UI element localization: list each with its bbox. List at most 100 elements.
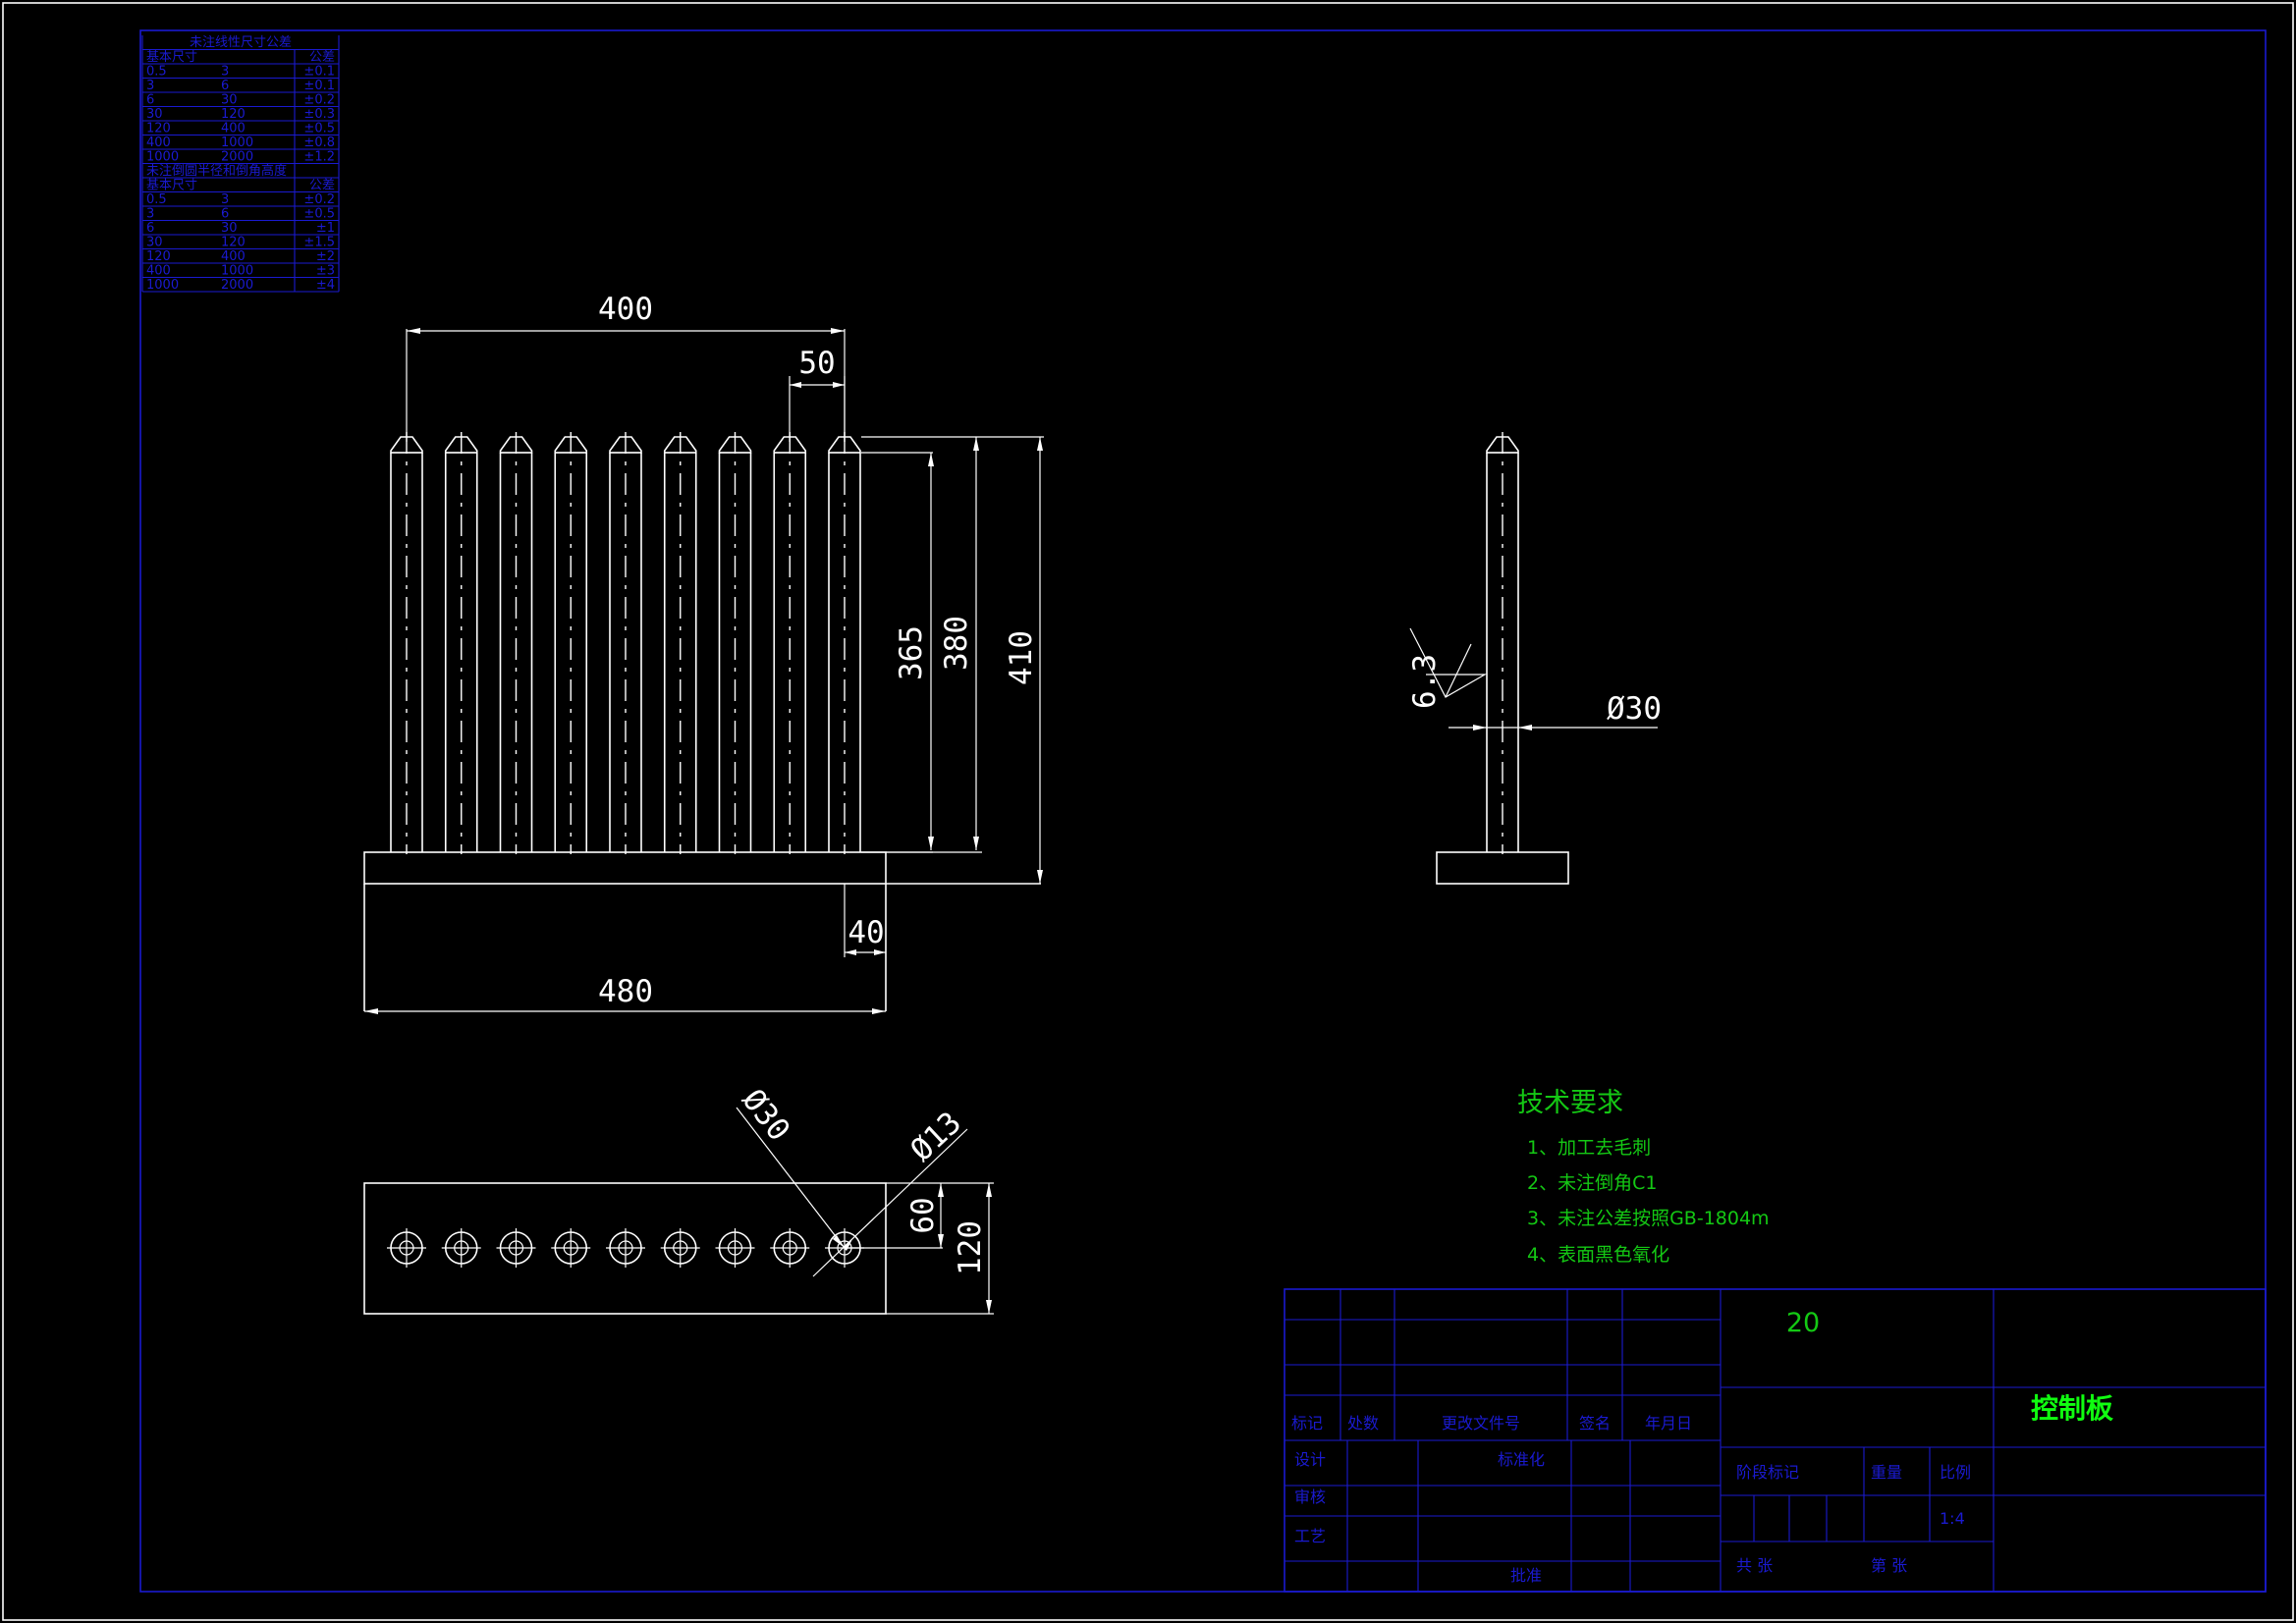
hole-top <box>606 1228 645 1268</box>
dim-410: 410 <box>1004 437 1043 884</box>
tolerance-cell: 6 <box>221 207 229 222</box>
tolerance-cell: 120 <box>146 122 171 136</box>
pin-front <box>554 432 588 854</box>
dim-pin-diameter: Ø30 <box>1449 691 1662 730</box>
tolerance-cell: 30 <box>146 236 163 250</box>
tolerance-cell: 30 <box>146 107 163 122</box>
tolerance-cell: 400 <box>221 249 246 264</box>
tb-design: 设计 <box>1294 1450 1326 1469</box>
dim-365-label: 365 <box>894 625 929 680</box>
dim-40: 40 <box>844 884 886 957</box>
dim-50: 50 <box>789 346 846 442</box>
tb-craft: 工艺 <box>1294 1527 1326 1545</box>
pin-front <box>773 432 807 854</box>
tolerance-cell: 400 <box>146 264 171 279</box>
tech-requirements: 技术要求 1、加工去毛刺 2、未注倒角C1 3、未注公差按照GB-1804m 4… <box>1517 1088 1770 1266</box>
dim-400-label: 400 <box>598 292 653 327</box>
tolerance-cell: 120 <box>146 249 171 264</box>
tb-scale-label: 比例 <box>1940 1463 1971 1482</box>
material-label: 20 <box>1786 1308 1820 1338</box>
tolerance-cell: 基本尺寸 <box>146 50 197 65</box>
dim-50-label: 50 <box>798 346 835 381</box>
hole-top <box>715 1228 755 1268</box>
tolerance-cell: ±1.2 <box>303 150 335 165</box>
hole-top <box>770 1228 810 1268</box>
tolerance-cell: 400 <box>221 122 246 136</box>
pin-front <box>499 432 533 854</box>
tolerance-cell: ±1 <box>316 221 335 236</box>
tolerance-cell: 未注倒圆半径和倒角高度 <box>146 163 287 179</box>
tb-mark: 标记 <box>1291 1414 1323 1433</box>
tolerance-cell: ±0.5 <box>303 122 335 136</box>
tb-sheets-total: 共 张 <box>1736 1556 1773 1575</box>
roughness-label: 6.3 <box>1407 654 1443 709</box>
tolerance-cell: 公差 <box>309 179 335 193</box>
tolerance-cell: 3 <box>221 192 229 207</box>
pin-front <box>444 432 478 854</box>
holes-top <box>387 1228 864 1268</box>
roughness-symbol: 6.3 <box>1407 627 1488 709</box>
hole-top <box>551 1228 591 1268</box>
tb-change-doc: 更改文件号 <box>1442 1414 1520 1433</box>
pin-front <box>828 432 861 854</box>
tolerance-cell: 公差 <box>309 50 335 65</box>
dim-400: 400 <box>406 292 846 442</box>
tb-sign: 签名 <box>1579 1414 1611 1433</box>
dim-60-label: 60 <box>905 1197 941 1233</box>
tb-stage-mark: 阶段标记 <box>1736 1463 1799 1482</box>
tolerance-cell: 30 <box>221 93 238 108</box>
tech-item-4: 4、表面黑色氧化 <box>1527 1244 1669 1266</box>
tolerance-cell: 3 <box>146 207 154 222</box>
tech-title: 技术要求 <box>1517 1088 1623 1118</box>
tolerance-cell: 3 <box>221 65 229 80</box>
tolerance-cell: ±0.3 <box>303 107 335 122</box>
tolerance-cell: 120 <box>221 236 246 250</box>
bolt-hole-diameter-label: Ø13 <box>903 1105 968 1168</box>
drawing-frame <box>139 29 2267 1593</box>
tolerance-cell: ±0.8 <box>303 135 335 150</box>
tolerance-cell: ±0.2 <box>303 192 335 207</box>
front-view <box>363 432 1044 1011</box>
dim-380-label: 380 <box>939 616 974 671</box>
pin-front <box>663 432 697 854</box>
dim-480: 480 <box>364 974 886 1014</box>
tolerance-cell: ±1.5 <box>303 236 335 250</box>
pins-front <box>390 432 861 854</box>
part-name-label: 控制板 <box>2031 1392 2113 1425</box>
tolerance-cell: ±0.1 <box>303 65 335 80</box>
tolerance-cell: ±0.5 <box>303 207 335 222</box>
base-plate-side <box>1436 851 1569 885</box>
tolerance-cell: 1000 <box>221 135 253 150</box>
tb-date: 年月日 <box>1645 1414 1692 1433</box>
hole-top <box>387 1228 426 1268</box>
tolerance-cell: 6 <box>146 221 154 236</box>
hole-top <box>441 1228 481 1268</box>
tolerance-cell: ±3 <box>316 264 335 279</box>
dim-40-label: 40 <box>847 915 884 950</box>
tb-standardize: 标准化 <box>1498 1450 1545 1469</box>
tolerance-cell: 1000 <box>221 264 253 279</box>
tolerance-cell: 1000 <box>146 278 179 293</box>
tolerance-table-title: 未注线性尺寸公差 <box>190 35 292 50</box>
tb-check: 审核 <box>1294 1488 1326 1506</box>
tolerance-cell: ±2 <box>316 249 335 264</box>
dim-365: 365 <box>894 453 934 850</box>
pin-front <box>718 432 752 854</box>
dim-380: 380 <box>939 437 979 850</box>
hole-top <box>496 1228 536 1268</box>
tolerance-cell: 30 <box>221 221 238 236</box>
tolerance-cell: 基本尺寸 <box>146 179 197 193</box>
tolerance-cell: 2000 <box>221 278 253 293</box>
tb-approve: 批准 <box>1510 1566 1542 1585</box>
tolerance-cell: 3 <box>146 79 154 93</box>
pin-diameter-label: Ø30 <box>1607 691 1662 727</box>
tolerance-cell: 0.5 <box>146 192 167 207</box>
tolerance-cell: 6 <box>146 93 154 108</box>
pin-front <box>609 432 642 854</box>
dim-120-label: 120 <box>953 1220 988 1275</box>
tolerance-cell: 2000 <box>221 150 253 165</box>
tolerance-cell: 1000 <box>146 150 179 165</box>
dim-60: 60 <box>905 1183 944 1248</box>
